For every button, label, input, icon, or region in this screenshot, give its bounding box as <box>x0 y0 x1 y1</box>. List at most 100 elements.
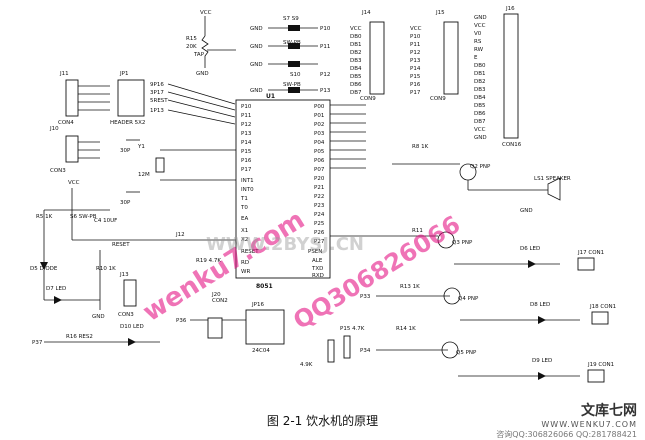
p15-label: P15 4.7K <box>340 326 365 332</box>
y1-value: 12M <box>138 172 150 178</box>
j18-label: J18 CON1 <box>589 304 616 310</box>
pin-label: RESET <box>241 249 259 255</box>
footer-contact: 咨询QQ:306826066 QQ:281788421 <box>496 430 637 439</box>
jp1-label: 3P17 <box>150 90 164 96</box>
pin-label: DB4 <box>350 66 362 72</box>
r15-ref: R15 <box>186 36 197 42</box>
c6-value: 30P <box>120 200 131 206</box>
crystal-oscillator: Y1 12M 30P 30P <box>120 139 236 206</box>
pin-label: DB5 <box>350 74 362 80</box>
pin-label: P22 <box>314 194 324 200</box>
r11-label: R11 <box>412 228 423 234</box>
vcc-label: VCC <box>200 10 212 16</box>
pin-label: P23 <box>314 203 325 209</box>
c5-value: 30P <box>120 148 131 154</box>
eeprom-24c04: JP16 24C04 P36 R19 4.7K <box>176 258 285 354</box>
j20-name: CON2 <box>212 298 228 304</box>
r14-label: R14 1K <box>396 326 416 332</box>
pin-label: GND <box>474 135 487 141</box>
p34-net: P34 <box>360 348 371 354</box>
potentiometers: P15 4.7K 4.9K <box>300 326 365 368</box>
connector-j16: J16 CON16 GND VCC V0 RS RW E DB0 DB1 DB2… <box>474 6 522 148</box>
pin-label: P26 <box>314 230 325 236</box>
pin-label: EA <box>241 216 248 222</box>
led-p37: P37 R16 RES2 D10 LED <box>32 324 160 346</box>
header-jp1: JP1 HEADER 5X2 9P16 3P17 5REST 1P13 <box>110 71 236 126</box>
driver-q4: P33 R13 1K Q4 PNP D8 LED J18 CON1 <box>360 284 616 325</box>
driver-q3: R11 Q3 PNP D6 LED J17 CON1 <box>330 228 604 271</box>
jp1-label: 1P13 <box>150 108 164 114</box>
pin-label: T1 <box>240 196 248 202</box>
j14-name: CON9 <box>360 96 376 102</box>
driver-q5: P34 R14 1K Q5 PNP D9 LED J19 CON1 <box>360 326 614 383</box>
j13-ref: J13 <box>119 272 129 278</box>
pin-label: DB6 <box>474 111 486 117</box>
connector-j14: J14 CON9 VCC DB0 DB1 DB2 DB3 DB4 DB5 DB6… <box>350 10 385 102</box>
connector-j20: J20 CON2 <box>207 292 228 339</box>
switch-net: P13 <box>320 88 331 94</box>
mcu-part: 8051 <box>256 283 273 290</box>
switch-bank: S7 S9 SW-PB S10 SW-PB P10 P11 P12 P13 GN… <box>250 16 331 94</box>
pin-label: P13 <box>241 131 252 137</box>
j14-ref: J14 <box>361 10 371 16</box>
p37-net: P37 <box>32 340 43 346</box>
j15-name: CON9 <box>430 96 446 102</box>
pin-label: E <box>474 55 478 61</box>
pin-label: P17 <box>241 167 252 173</box>
pin-label: P12 <box>410 50 420 56</box>
pin-label: P27 <box>314 239 325 245</box>
j12-label: J12 <box>175 232 185 238</box>
jp1-name: HEADER 5X2 <box>110 120 145 126</box>
ls1-label: LS1 SPEAKER <box>534 176 571 182</box>
mcu-ref: U1 <box>266 93 275 100</box>
j20-ref: J20 <box>211 292 221 298</box>
mcu-8051: U1 8051 P10 P11 P12 P13 P14 P15 P16 P17 … <box>235 93 366 290</box>
pin-label: DB7 <box>474 119 486 125</box>
d6-label: D6 LED <box>520 246 540 252</box>
pin-label: INT1 <box>241 178 254 184</box>
speaker-icon <box>547 177 561 201</box>
eeprom-part: 24C04 <box>252 348 270 354</box>
pin-label: P02 <box>314 122 324 128</box>
pin-label: P24 <box>314 212 325 218</box>
pin-label: DB4 <box>474 95 486 101</box>
r15-potentiometer: VCC R15 20K TAP GND <box>186 10 236 77</box>
gnd-label: GND <box>196 71 209 77</box>
pin-label: VCC <box>350 26 362 32</box>
site-footer: 文库七网 WWW.WENKU7.COM 咨询QQ:306826066 QQ:28… <box>496 400 637 440</box>
gnd-label: GND <box>250 44 263 50</box>
pin-label: P01 <box>314 113 324 119</box>
j16-ref: J16 <box>505 6 515 12</box>
j11-name: CON4 <box>58 120 74 126</box>
pin-label: P14 <box>241 140 252 146</box>
jp1-label: 5REST <box>150 98 168 104</box>
pin-label: P11 <box>241 113 251 119</box>
pot-value: 4.9K <box>300 362 313 368</box>
d9-label: D9 LED <box>532 358 552 364</box>
pin-label: RD <box>241 260 249 266</box>
connector-j10: J10 CON3 <box>49 126 100 174</box>
c4-label: C4 10UF <box>94 218 117 224</box>
pin-label: P20 <box>314 176 325 182</box>
pin-label: P10 <box>410 34 421 40</box>
q5-label: Q5 PNP <box>456 350 477 356</box>
pin-label: RS <box>474 39 482 45</box>
p36-net: P36 <box>176 318 187 324</box>
reset-net: RESET <box>112 242 130 248</box>
gnd-label: GND <box>520 208 533 214</box>
q3-label: Q3 PNP <box>452 240 473 246</box>
pin-label: VCC <box>410 26 422 32</box>
r16-label: R16 RES2 <box>66 334 93 340</box>
j13-name: CON3 <box>118 312 134 318</box>
switch-ref: S10 <box>290 72 301 78</box>
r15-note: TAP <box>193 52 205 58</box>
y1-ref: Y1 <box>137 144 145 150</box>
pin-label: DB0 <box>474 63 486 69</box>
pin-label: T0 <box>240 205 248 211</box>
mcu-left-pins: P10 P11 P12 P13 P14 P15 P16 P17 INT1 INT… <box>240 104 259 275</box>
jp1-ref: JP1 <box>119 71 128 77</box>
pin-label: DB3 <box>350 58 362 64</box>
pin-label: PSEN <box>308 249 322 255</box>
pin-label: DB1 <box>350 42 362 48</box>
pin-label: TXD <box>311 266 323 272</box>
